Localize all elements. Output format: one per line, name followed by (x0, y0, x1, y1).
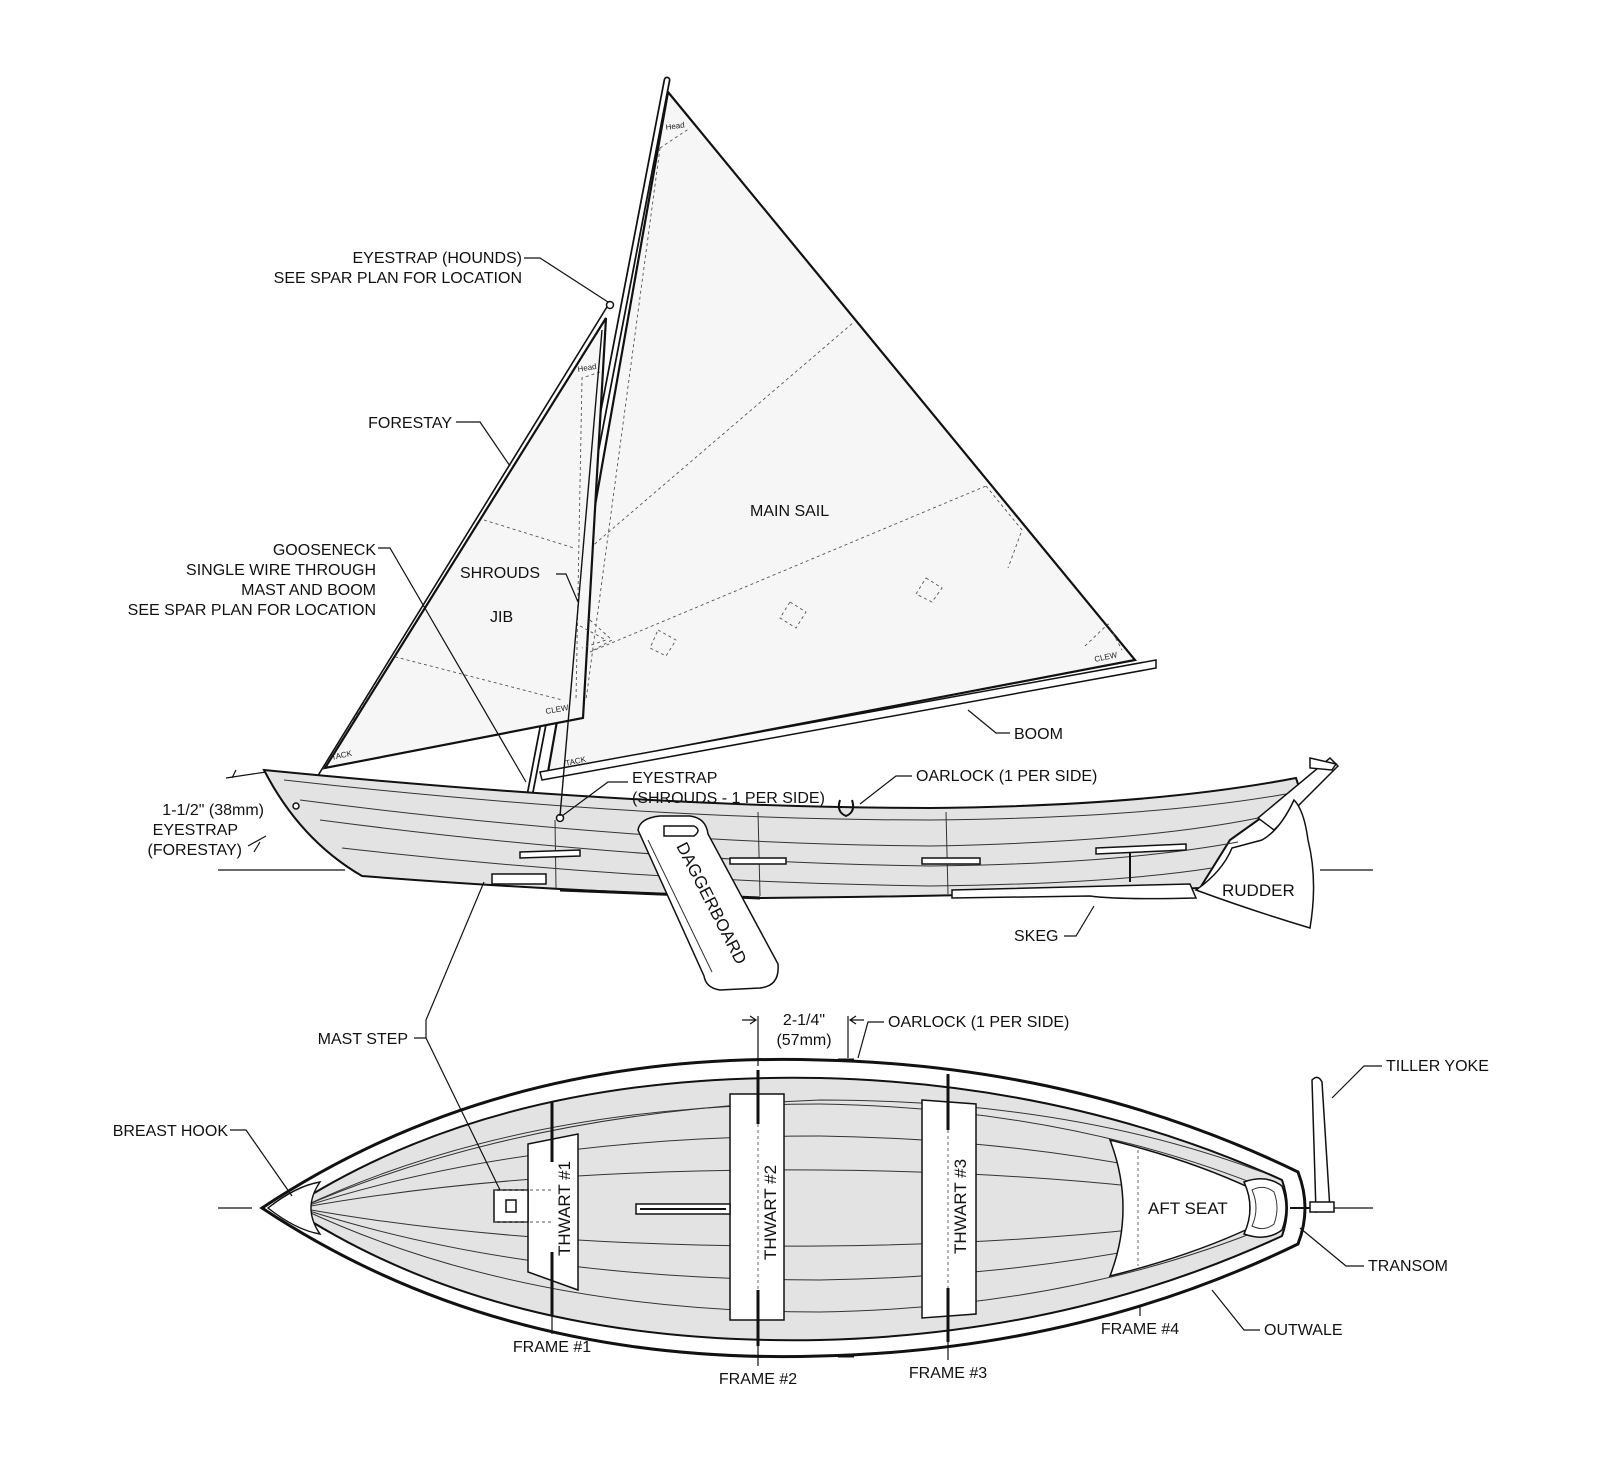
thwart-2-label: THWART #2 (761, 1165, 780, 1260)
transom (1242, 1178, 1287, 1238)
eyestrap-hounds-icon (605, 300, 615, 310)
eyestrap-forestay-icon (292, 802, 300, 810)
breast-hook (266, 1181, 322, 1235)
frame-2-label: FRAME #2 (719, 1371, 797, 1388)
eyestrap-hounds-label-1: EYESTRAP (HOUNDS) (352, 250, 522, 267)
jib-sail (322, 317, 608, 770)
thwart-1-label: THWART #1 (555, 1161, 574, 1256)
thwart-2 (729, 1093, 785, 1321)
eyestrap-forestay-label-1: EYESTRAP (153, 822, 238, 839)
oarlock-side-icon (837, 799, 855, 818)
thwart-3-label: THWART #3 (951, 1159, 970, 1254)
dim-oarlock-label-2: (57mm) (776, 1032, 831, 1049)
frame-4-label: FRAME #4 (1101, 1321, 1179, 1338)
forestay-label: FORESTAY (368, 415, 452, 432)
oarlock-plan-label: OARLOCK (1 PER SIDE) (888, 1014, 1069, 1031)
eyestrap-hounds-label-2: SEE SPAR PLAN FOR LOCATION (274, 270, 522, 287)
eyestrap-shrouds-label-2: (SHROUDS - 1 PER SIDE) (632, 790, 825, 807)
skeg (951, 883, 1198, 900)
gooseneck-label-4: SEE SPAR PLAN FOR LOCATION (128, 602, 376, 619)
rudder-label: RUDDER (1222, 881, 1295, 900)
tiller-yoke-label: TILLER YOKE (1386, 1058, 1489, 1075)
shrouds-label: SHROUDS (460, 565, 540, 582)
oarlock-side-label: OARLOCK (1 PER SIDE) (916, 768, 1097, 785)
breast-hook-label: BREAST HOOK (113, 1123, 229, 1140)
aft-seat (1108, 1138, 1251, 1278)
main-sail-label: MAIN SAIL (750, 503, 829, 520)
daggerboard: DAGGERBOARD (637, 815, 779, 991)
main-sail-head-label: Head (665, 120, 685, 132)
main-sail (546, 89, 1138, 774)
thwart-3 (921, 1099, 977, 1319)
boom (539, 659, 1157, 781)
outwale-label: OUTWALE (1264, 1322, 1343, 1339)
gooseneck-label-3: MAST AND BOOM (241, 582, 376, 599)
gooseneck-label-1: GOOSENECK (273, 542, 376, 559)
jib-clew-label: CLEW (545, 703, 570, 716)
gooseneck-label-2: SINGLE WIRE THROUGH (186, 562, 376, 579)
frame-1-label: FRAME #1 (513, 1339, 591, 1356)
shroud-wire (559, 329, 603, 817)
forestay-wire (297, 301, 611, 809)
frame-3-label: FRAME #3 (909, 1365, 987, 1382)
labels: EYESTRAP (HOUNDS) SEE SPAR PLAN FOR LOCA… (113, 250, 1489, 1388)
side-profile: Head CLEW TACK Head CLEW TACK (218, 76, 1373, 991)
thwart-1 (527, 1133, 579, 1292)
eyestrap-forestay-label-2: (FORESTAY) (147, 842, 242, 859)
jib-label: JIB (490, 609, 513, 626)
skeg-label: SKEG (1014, 928, 1058, 945)
dim-oarlock-label-1: 2-1/4" (783, 1012, 825, 1029)
rudder (1194, 798, 1315, 929)
plan-view: THWART #1 THWART #2 THWART #3 AFT SEAT (218, 1015, 1373, 1359)
eyestrap-shrouds-label-1: EYESTRAP (632, 770, 717, 787)
aft-seat-label: AFT SEAT (1148, 1199, 1228, 1218)
bow-dimension-label: 1-1/2" (38mm) (162, 802, 264, 819)
jib-head-label: Head (577, 362, 597, 374)
tiller-yoke (1311, 1076, 1331, 1213)
leader-lines (225, 257, 1382, 1366)
boom-label: BOOM (1014, 726, 1063, 743)
mast-step-label: MAST STEP (318, 1031, 408, 1048)
transom-label: TRANSOM (1368, 1258, 1448, 1275)
jib-tack-label: TACK (331, 749, 354, 762)
